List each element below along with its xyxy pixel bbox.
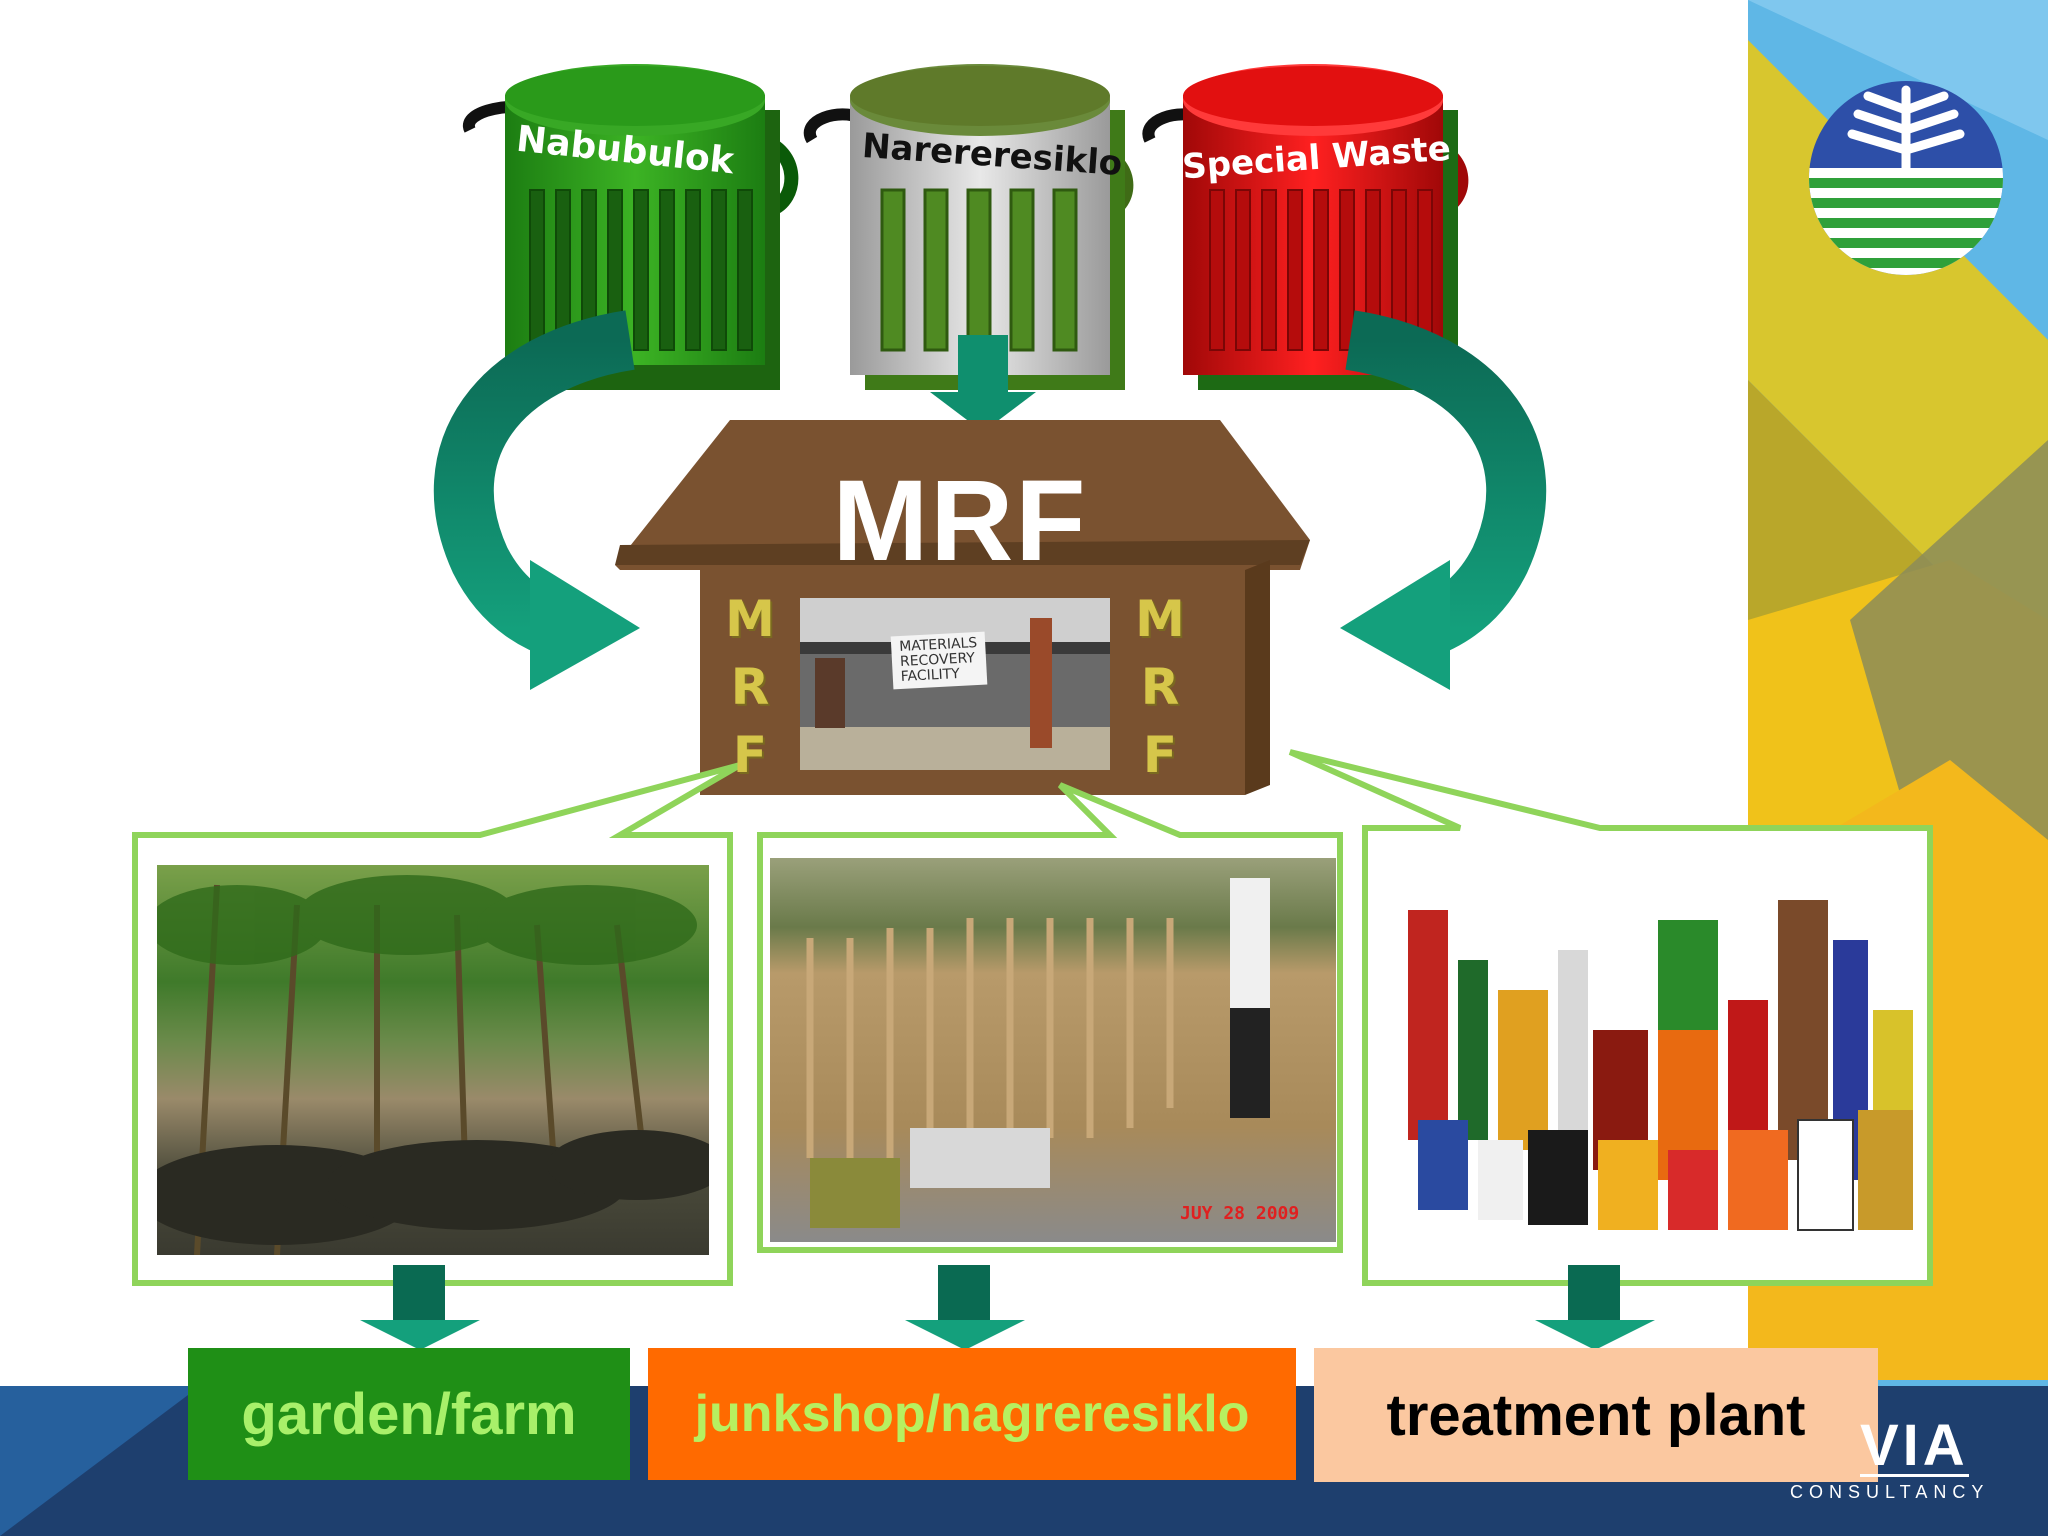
- photo-date-stamp: JUY 28 2009: [1180, 1203, 1300, 1224]
- destination-label: treatment plant: [1386, 1382, 1806, 1448]
- products-photo: [1378, 880, 1918, 1240]
- side-letter-f: F: [732, 726, 768, 784]
- arrow-left-curved: [433, 310, 640, 690]
- junkshop-photo: JUY 28 2009: [770, 858, 1336, 1242]
- arrow-down-junkshop: [905, 1265, 1025, 1350]
- destination-label: garden/farm: [241, 1381, 577, 1447]
- garden-photo: [157, 865, 709, 1255]
- brand-tagline: CONSULTANCY: [1790, 1482, 1990, 1502]
- arrow-down-treatment: [1535, 1265, 1655, 1350]
- mrf-facility-photo: MATERIALS RECOVERY FACILITY: [800, 598, 1110, 770]
- side-letter-f: F: [1142, 726, 1178, 784]
- garden-photo-art: [157, 875, 709, 1255]
- brand-name: VIA: [1860, 1413, 1969, 1478]
- mrf-side-letters-right: M R F: [1120, 585, 1200, 789]
- mrf-sign: MATERIALS RECOVERY FACILITY: [890, 631, 988, 690]
- products-photo-art: [1408, 900, 1913, 1231]
- side-letter-r: R: [730, 658, 770, 716]
- destination-label: junkshop/nagreresiklo: [694, 1385, 1250, 1443]
- mrf-title: MRF: [832, 457, 1088, 585]
- arrow-center-down: [930, 335, 1036, 432]
- destination-treatment-plant: treatment plant: [1314, 1348, 1878, 1482]
- destination-junkshop: junkshop/nagreresiklo: [648, 1348, 1296, 1480]
- destination-garden-farm: garden/farm: [188, 1348, 630, 1480]
- mrf-sign-line: FACILITY: [900, 665, 961, 686]
- side-letter-m: M: [725, 590, 775, 648]
- junkshop-photo-art: [806, 878, 1270, 1228]
- side-letter-m: M: [1135, 590, 1185, 648]
- arrow-down-garden: [360, 1265, 480, 1350]
- mrf-side-letters-left: M R F: [710, 585, 790, 789]
- side-letter-r: R: [1140, 658, 1180, 716]
- arrow-right-curved: [1340, 310, 1547, 690]
- bin-narereresiklo: [803, 64, 1134, 390]
